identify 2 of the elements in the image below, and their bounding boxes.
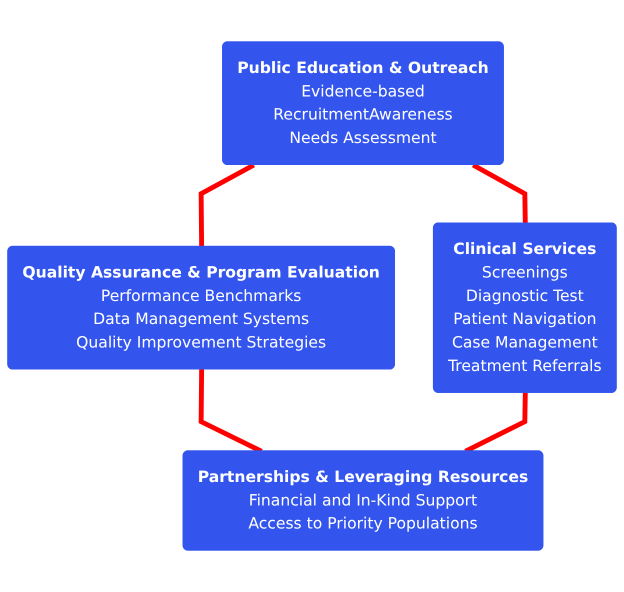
connector bbox=[198, 162, 255, 247]
connector bbox=[472, 162, 528, 224]
